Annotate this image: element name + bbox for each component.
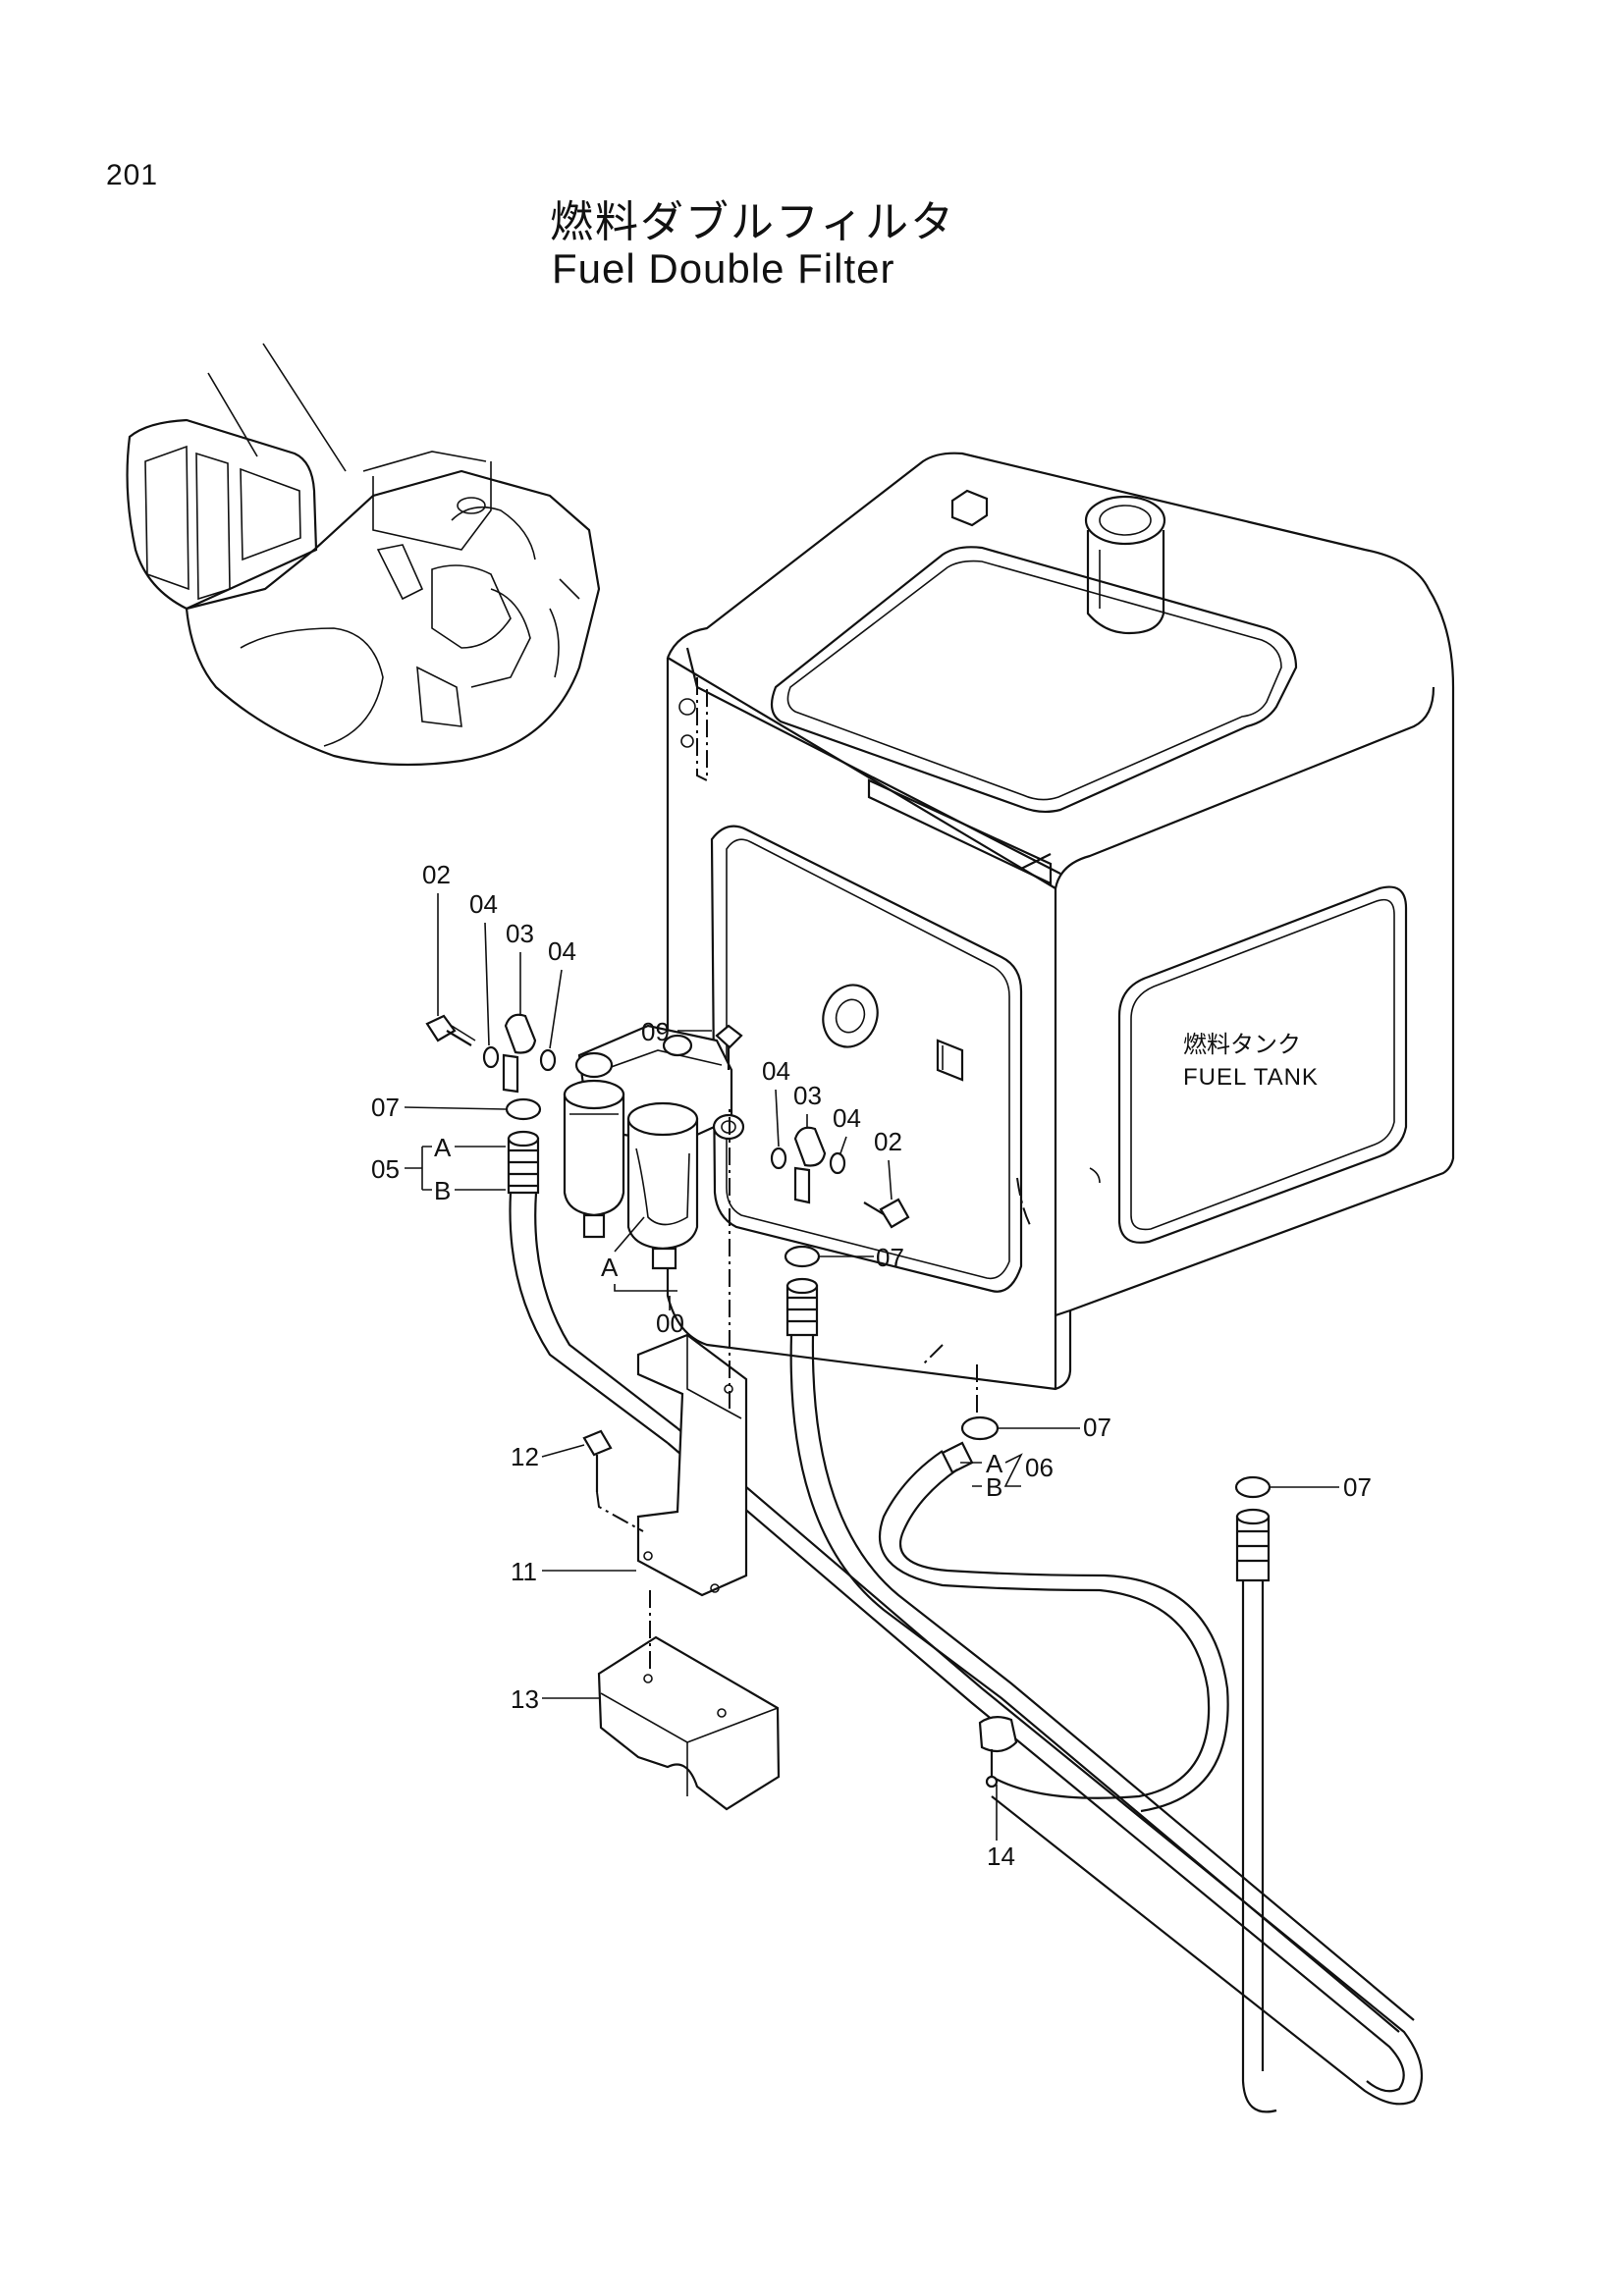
callout-11: 11	[511, 1557, 537, 1586]
callout-06: 06	[1025, 1453, 1054, 1482]
callouts: 02 04 03 04 09 04 03 04 02 07 05 A B	[371, 860, 1372, 1871]
callout-02-right: 02	[874, 1127, 902, 1156]
callout-05: 05	[371, 1154, 400, 1184]
callout-07-tank: 07	[1083, 1413, 1111, 1442]
callout-A-filter: A	[601, 1253, 619, 1282]
callout-14: 14	[987, 1842, 1015, 1871]
callout-04-right-inner: 04	[762, 1056, 790, 1086]
callout-03-right: 03	[793, 1081, 822, 1110]
tank-label-en: FUEL TANK	[1183, 1064, 1319, 1091]
tank-label-jp: 燃料タンク	[1183, 1031, 1301, 1058]
callout-03-left: 03	[506, 919, 534, 948]
callout-00: 00	[656, 1308, 684, 1338]
callout-05-B: B	[434, 1176, 451, 1205]
callout-07-mid: 07	[876, 1243, 904, 1272]
title-english: Fuel Double Filter	[552, 245, 895, 292]
callout-07-left: 07	[371, 1093, 400, 1122]
page-number: 201	[106, 159, 159, 191]
callout-06-B: B	[986, 1472, 1002, 1502]
callout-04-left-outer: 04	[469, 889, 498, 919]
fittings-right	[715, 1024, 910, 1229]
callout-04-left-inner: 04	[548, 936, 576, 966]
callout-09: 09	[641, 1017, 670, 1046]
leader-lines	[922, 1344, 978, 1414]
callout-06-A: A	[986, 1449, 1003, 1478]
callout-02-left: 02	[422, 860, 451, 889]
callout-05-A: A	[434, 1133, 452, 1162]
callout-12: 12	[511, 1442, 539, 1471]
fittings-left	[425, 1013, 557, 1094]
callout-07-right: 07	[1343, 1472, 1372, 1502]
fuel-double-filter	[563, 1024, 745, 1270]
callout-04-right-outer: 04	[833, 1103, 861, 1133]
hoses	[507, 1130, 1424, 2113]
title-japanese: 燃料ダブルフィルタ	[550, 197, 956, 247]
bracket-and-cover	[582, 1109, 1018, 1811]
excavator-inset	[126, 343, 601, 767]
callout-13: 13	[511, 1684, 539, 1714]
fuel-tank	[666, 452, 1455, 1391]
